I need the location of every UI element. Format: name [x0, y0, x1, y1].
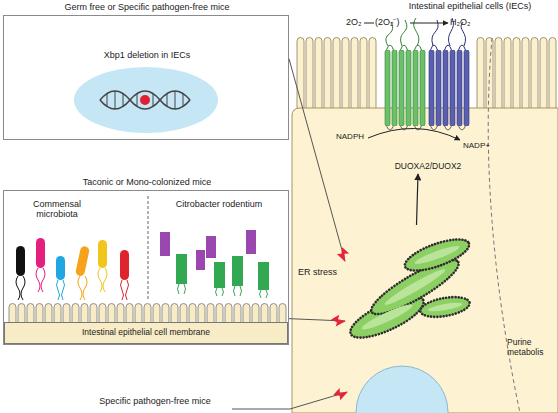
er-lumen — [413, 243, 460, 267]
group-label: Commensal microbiota — [26, 199, 88, 220]
chemical-formula: (2O₂⁻) — [375, 17, 411, 27]
cell-body — [292, 108, 558, 413]
er-cisterna — [401, 233, 472, 277]
er-outline — [345, 225, 475, 345]
endoplasmic-reticulum: ER stress — [345, 225, 475, 345]
membrane-label: Intestinal epithelial cell membrane — [5, 328, 287, 338]
duox-complex: DUOXA2/DUOX2 — [378, 38, 478, 174]
dna-strand — [100, 91, 190, 109]
connector — [417, 174, 419, 225]
reaction-line — [364, 23, 374, 24]
organelle-label: ER stress — [298, 267, 344, 277]
duox2-helices — [428, 50, 470, 126]
connector — [289, 319, 345, 321]
membrane-band: Intestinal epithelial cell membrane — [4, 322, 288, 344]
cofactor-label: NADPH — [336, 132, 370, 141]
er-lumen — [360, 301, 415, 333]
group-label: Citrobacter rodentium — [154, 199, 284, 209]
leader-line — [232, 392, 347, 409]
box-heading: Taconic or Mono-colonized mice — [4, 177, 290, 187]
dna-strand — [100, 91, 190, 109]
microvilli — [476, 36, 557, 109]
mouse-model-box: Germ free or Specific pathogen-free mice… — [3, 15, 289, 140]
chemical-formula: 2O₂ — [346, 17, 366, 27]
reaction-arrow — [368, 128, 460, 140]
divider — [148, 196, 149, 300]
citrobacter-bacteria — [160, 230, 269, 298]
region-label: Purine metabolis — [507, 338, 555, 358]
chemical-formula: H₂O₂ — [450, 17, 480, 27]
protein-name: DUOXA2/DUOX2 — [368, 162, 488, 172]
condition-text: Xbp1 deletion in IECs — [64, 50, 230, 60]
microvilli — [296, 36, 377, 109]
commensal-bacteria — [16, 238, 129, 300]
mouse-model-box: Taconic or Mono-colonized miceCommensal … — [3, 190, 289, 345]
cofactor-label: NADP+ — [463, 141, 497, 150]
er-lumen — [427, 301, 463, 313]
connector — [289, 59, 345, 261]
reaction-arrow — [410, 23, 448, 24]
er-lumen — [383, 266, 448, 308]
microvilli — [8, 302, 287, 323]
nucleus — [356, 366, 448, 413]
box-heading: Germ free or Specific pathogen-free mice — [4, 2, 290, 12]
deletion-mark — [140, 95, 150, 105]
mouse-model-label: Specific pathogen-free mice — [70, 396, 240, 406]
duoxa2-helices — [384, 50, 426, 126]
nucleus — [74, 67, 218, 133]
dna-rungs — [107, 91, 183, 109]
er-cisterna — [419, 294, 471, 320]
cell-heading: Intestinal epithelial cells (IECs) — [385, 1, 555, 11]
